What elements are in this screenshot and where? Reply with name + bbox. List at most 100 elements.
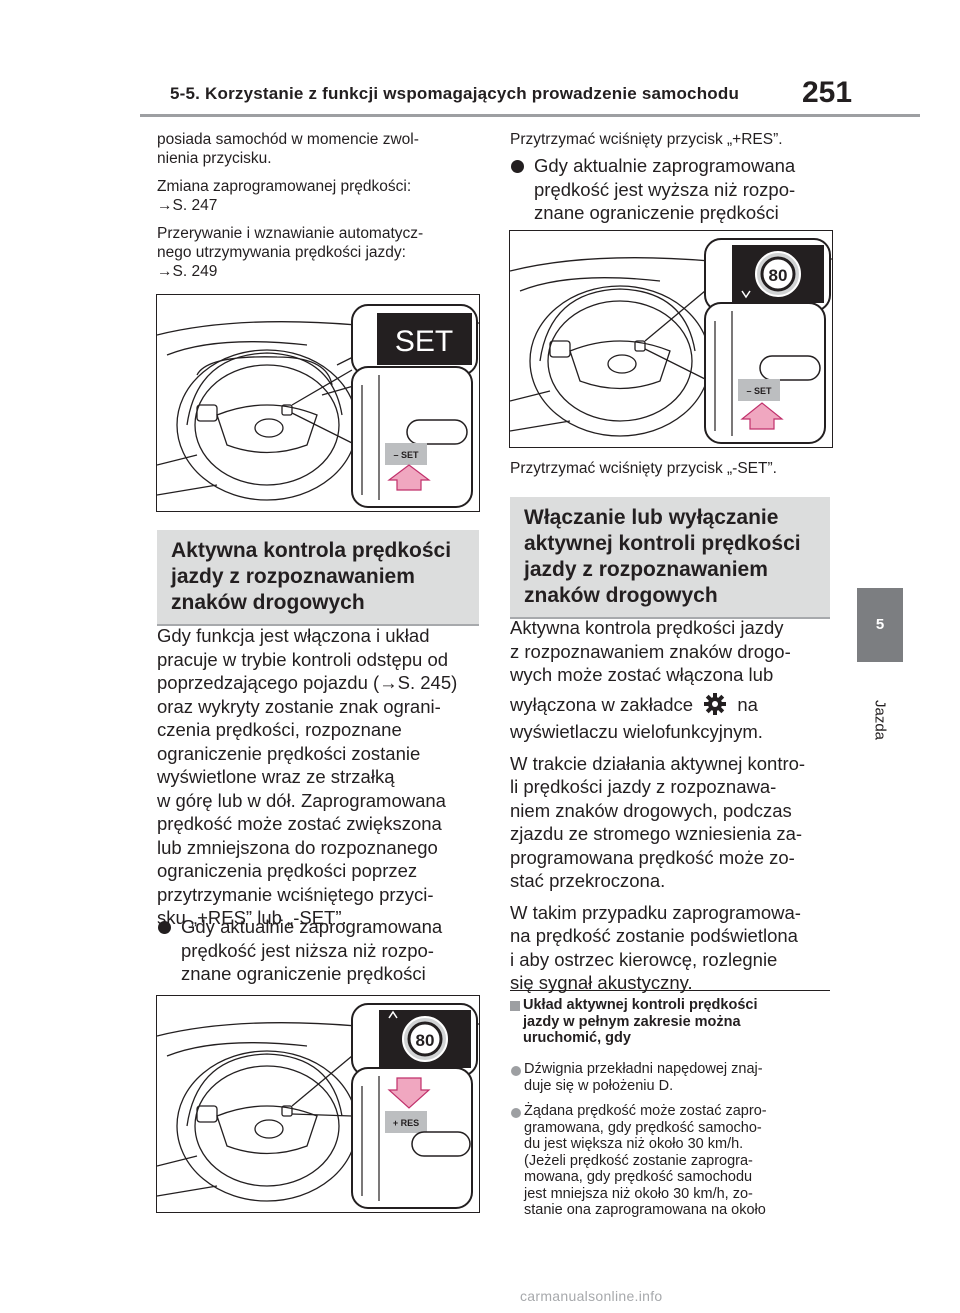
note-line: Żądana prędkość może zostać zapro-: [524, 1103, 767, 1119]
body-line: w górę lub w dół. Zaprogramowana: [157, 789, 446, 811]
fig3-speed-sign: 80: [769, 266, 788, 285]
gear-icon: [704, 692, 727, 715]
body-paragraph-2: Aktywna kontrola prędkości jazdy z rozpo…: [510, 616, 840, 995]
heading-line: aktywnej kontroli prędkości: [524, 532, 801, 555]
note-title-line: jazdy w pełnym zakresie można: [523, 1013, 741, 1030]
fig1-set-button-label: – SET: [393, 450, 419, 460]
body-line: stać przekroczona.: [510, 870, 666, 891]
ref-link-249[interactable]: →S. 249: [157, 263, 218, 280]
note-line: du jest większa niż około 30 km/h.: [524, 1136, 744, 1152]
bullet-line: prędkość jest wyższa niż rozpo-: [534, 178, 796, 200]
fig2-res-button-label: + RES: [393, 1118, 419, 1128]
page-number: 251: [802, 76, 853, 109]
header-rule: [140, 114, 920, 117]
body-line: programowana prędkość może zo-: [510, 846, 795, 868]
note-bullet-1: Dźwignia przekładni napędowej znaj- duje…: [524, 1061, 763, 1094]
fig1-set-display: SET: [395, 325, 453, 358]
heading-line: jazdy z rozpoznawaniem: [171, 565, 415, 588]
note-line: stanie ona zaprogramowana na około: [524, 1202, 766, 1218]
body-text: wyłączona w zakładce: [510, 693, 694, 715]
bullet-higher-speed: Gdy aktualnie zaprogramowana prędkość je…: [534, 154, 795, 225]
note-rule: [510, 990, 830, 991]
body-line: czenia prędkości, rozpoznane: [157, 719, 402, 740]
body-line: pracuje w trybie kontroli odstępu od: [157, 648, 449, 670]
note-line: gramowana, gdy prędkość samocho-: [524, 1119, 762, 1136]
caption-res: Przytrzymać wciśnięty przycisk „+RES”.: [510, 131, 783, 148]
arrow-down-icon: [387, 1077, 431, 1109]
ref-link-247[interactable]: →S. 247: [157, 197, 218, 214]
note-line: duje się w położeniu D.: [524, 1077, 674, 1094]
note-line: jest mniejsza niż około 30 km/h, zo-: [524, 1185, 753, 1202]
ref-cancel-resume: nego utrzymywania prędkości jazdy:: [157, 244, 406, 261]
chapter-tab[interactable]: 5: [857, 588, 903, 662]
bullet-icon: [511, 1108, 521, 1118]
ref-change-speed: Zmiana zaprogramowanej prędkości:: [157, 178, 412, 195]
body-line: W takim przypadku zaprogramowa-: [510, 901, 801, 923]
body-line: Gdy funkcja jest włączona i układ: [157, 625, 430, 646]
steering-wheel-illustration: 80 + RES: [157, 1003, 479, 1209]
body-line: li prędkości jazdy z rozpoznawa-: [510, 776, 777, 797]
heading-line: znaków drogowych: [171, 591, 365, 614]
body-line: W trakcie działania aktywnej kontro-: [510, 752, 806, 774]
bullet-line: prędkość jest niższa niż rozpo-: [181, 939, 434, 961]
body-line: poprzedzającego pojazdu (→S. 245): [157, 672, 458, 693]
figure-res-button: 80 + RES: [156, 995, 480, 1213]
body-line: z rozpoznawaniem znaków drogo-: [510, 640, 791, 662]
arrow-down-icon: [741, 290, 751, 299]
body-line: prędkość może zostać zwiększona: [157, 813, 442, 834]
figure-set-button: SET – SET: [156, 294, 480, 512]
chapter-tab-label: Jazda: [871, 699, 889, 741]
caption-set: Przytrzymać wciśnięty przycisk „-SET”.: [510, 460, 777, 477]
arrow-up-icon: [388, 1010, 398, 1019]
bullet-lower-speed: Gdy aktualnie zaprogramowana prędkość je…: [181, 915, 442, 986]
body-line: oraz wykryty zostanie znak ograni-: [157, 695, 441, 717]
left-intro-line: nienia przycisku.: [157, 150, 272, 167]
chapter-tab-label-box: Jazda: [858, 675, 902, 765]
note-bullet-2: Żądana prędkość może zostać zapro- gramo…: [524, 1103, 767, 1219]
body-line: lub zmniejszona do rozpoznanego: [157, 836, 438, 858]
body-line-with-icon: wyłączona w zakładce na: [510, 692, 840, 717]
section-heading-active-cruise: Aktywna kontrola prędkości jazdy z rozpo…: [157, 530, 479, 626]
watermark: carmanualsonline.info: [520, 1288, 663, 1304]
body-line: wych może zostać włączona lub: [510, 664, 774, 685]
fig2-speed-sign: 80: [416, 1031, 435, 1050]
bullet-icon: [158, 921, 171, 934]
fig3-set-button-label: – SET: [746, 386, 772, 396]
body-text: na: [737, 693, 758, 715]
ref-cancel-resume: Przerywanie i wznawianie automatycz-: [157, 225, 424, 242]
body-line: przytrzymanie wciśniętego przyci-: [157, 883, 434, 905]
steering-wheel-illustration: SET – SET: [157, 304, 479, 508]
steering-wheel-illustration: 80 – SET: [510, 238, 832, 444]
body-line: ograniczenie prędkości zostanie: [157, 742, 421, 764]
body-line: niem znaków drogowych, podczas: [510, 799, 792, 821]
note-title-line: uruchomić, gdy: [523, 1030, 631, 1046]
note-title-line: Układ aktywnej kontroli prędkości: [523, 997, 758, 1013]
bullet-icon: [511, 160, 524, 173]
section-heading-enable-disable: Włączanie lub wyłączanie aktywnej kontro…: [510, 497, 830, 619]
body-line: się sygnał akustyczny.: [510, 972, 693, 993]
body-line: zjazdu ze stromego wzniesienia za-: [510, 823, 803, 844]
note-line: (Jeżeli prędkość zostanie zaprogra-: [524, 1152, 753, 1169]
left-intro: posiada samochód w momencie zwol- nienia…: [157, 130, 423, 281]
heading-line: Aktywna kontrola prędkości: [171, 539, 452, 562]
body-line: sku „+RES” lub „-SET”.: [157, 907, 347, 928]
body-line: Aktywna kontrola prędkości jazdy: [510, 617, 784, 638]
heading-line: Włączanie lub wyłączanie: [524, 506, 779, 529]
note-line: Dźwignia przekładni napędowej znaj-: [524, 1061, 763, 1077]
arrow-up-icon: [387, 464, 431, 491]
heading-line: znaków drogowych: [524, 584, 718, 607]
note-line: mowana, gdy prędkość samochodu: [524, 1169, 753, 1185]
body-line: wyświetlone wraz ze strzałką: [157, 766, 395, 787]
body-line: ograniczenia prędkości poprzez: [157, 860, 418, 881]
bullet-line: znane ograniczenie prędkości: [534, 202, 779, 223]
figure-set-down: 80 – SET: [509, 230, 833, 448]
body-line: i aby ostrzec kierowcę, rozlegnie: [510, 948, 778, 970]
running-header: 5-5. Korzystanie z funkcji wspomagającyc…: [170, 84, 740, 103]
bullet-icon: [511, 1066, 521, 1076]
left-intro-line: posiada samochód w momencie zwol-: [157, 131, 419, 148]
heading-line: jazdy z rozpoznawaniem: [524, 558, 768, 581]
bullet-line: Gdy aktualnie zaprogramowana: [181, 916, 443, 937]
note-title: Układ aktywnej kontroli prędkości jazdy …: [523, 997, 758, 1047]
bullet-line: Gdy aktualnie zaprogramowana: [534, 155, 796, 176]
arrow-up-icon: [740, 402, 784, 430]
